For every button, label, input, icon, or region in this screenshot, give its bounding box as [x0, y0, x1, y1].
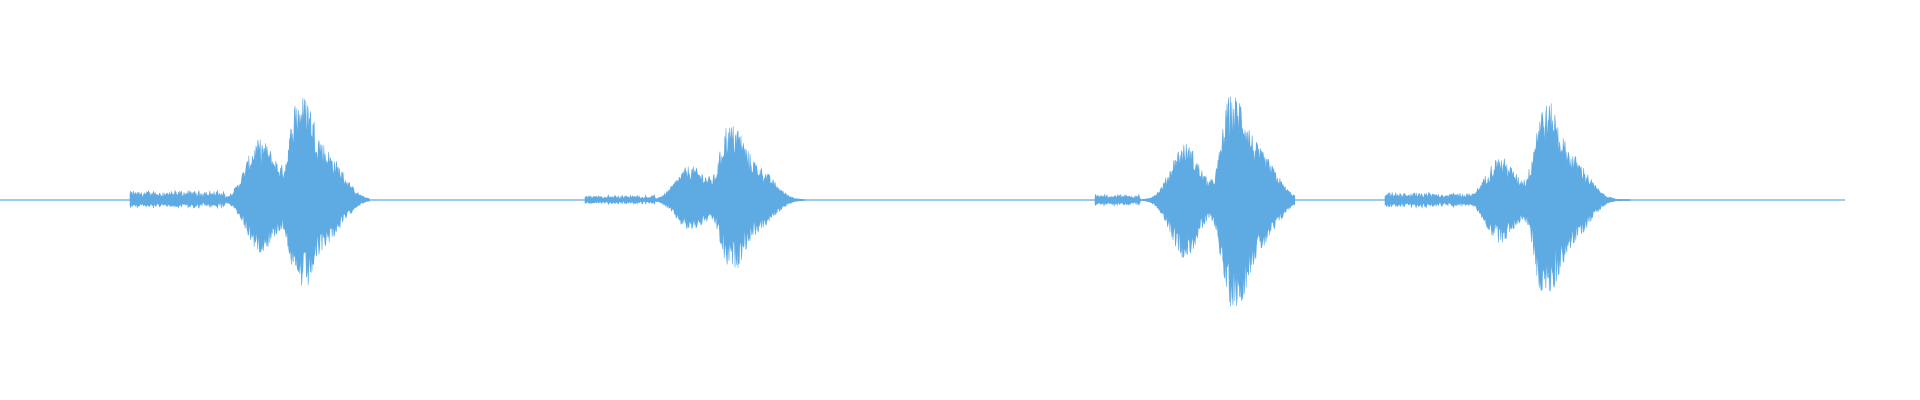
waveform-burst-3 [1094, 96, 1296, 307]
waveform-burst-2 [584, 126, 805, 268]
waveform-burst-1 [129, 97, 370, 286]
waveform-burst-4 [1384, 103, 1631, 292]
